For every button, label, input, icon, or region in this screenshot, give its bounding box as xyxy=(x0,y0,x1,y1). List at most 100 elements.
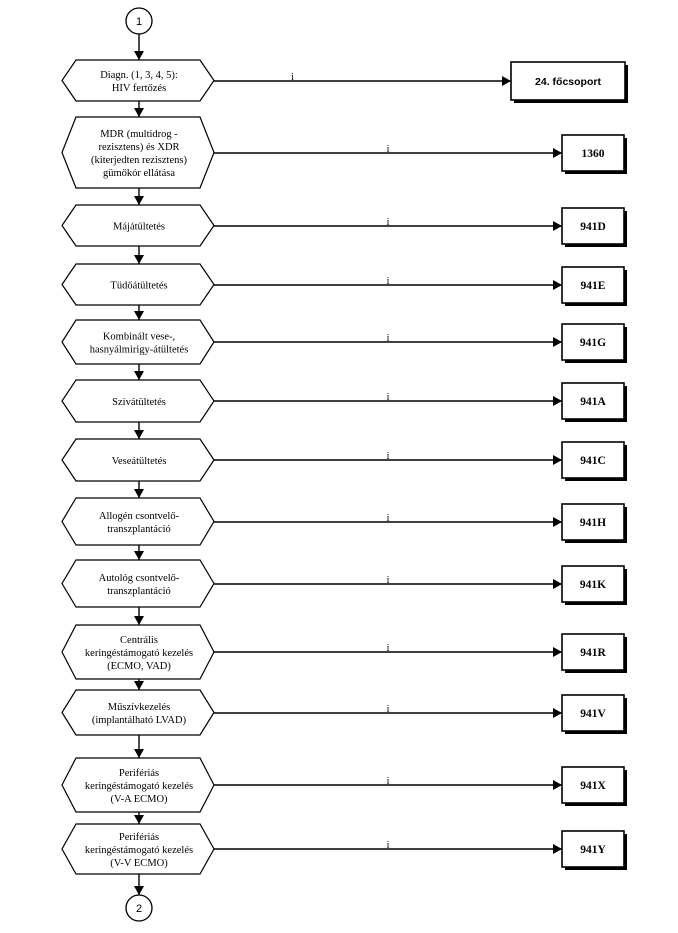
arrowhead xyxy=(134,886,144,895)
arrow-label: i xyxy=(387,643,390,654)
decision-text: MDR (multidrog - xyxy=(100,129,178,140)
arrowhead xyxy=(134,430,144,439)
arrowhead xyxy=(134,551,144,560)
target-code: 941X xyxy=(580,780,606,792)
arrow-label: i xyxy=(387,776,390,787)
decision-text: Perifériás xyxy=(119,832,159,843)
decision-text: keringéstámogató kezelés xyxy=(85,648,193,659)
decision-text: Kombinált vese-, xyxy=(103,332,175,343)
arrowhead xyxy=(553,148,562,158)
target-box-frame xyxy=(561,207,625,245)
arrowhead xyxy=(553,780,562,790)
arrow-label: i xyxy=(387,392,390,403)
connector-start: 1 xyxy=(125,7,153,35)
decision-text: Műszívkezelés xyxy=(108,702,170,713)
target-box-frame xyxy=(561,323,625,361)
decision-node: Kombinált vese-, hasnyálmirigy-átültetés xyxy=(61,319,215,365)
decision-hexagon xyxy=(61,497,215,546)
target-box-frame xyxy=(561,503,625,541)
decision-node: Műszívkezelés(implantálható LVAD) xyxy=(61,689,215,736)
connector-circle xyxy=(125,894,153,922)
decision-hexagon xyxy=(61,59,215,102)
arrow-label: i xyxy=(387,704,390,715)
target-box: 941G xyxy=(561,323,627,363)
target-box: 941A xyxy=(561,382,627,422)
arrowhead xyxy=(134,489,144,498)
arrow-label: i xyxy=(291,72,294,83)
arrowhead xyxy=(553,844,562,854)
target-code: 941D xyxy=(580,221,606,233)
target-box: 941V xyxy=(561,694,627,734)
arrow-label: i xyxy=(387,144,390,155)
decision-node: Tüdőátültetés xyxy=(61,263,215,306)
decision-hexagon xyxy=(61,319,215,365)
arrow-label: i xyxy=(387,513,390,524)
decision-hexagon xyxy=(61,559,215,608)
target-box: 941E xyxy=(561,266,627,306)
arrowhead xyxy=(502,76,511,86)
target-box-frame xyxy=(561,565,625,603)
arrowhead xyxy=(134,681,144,690)
arrow-label: i xyxy=(387,575,390,586)
decision-text: Diagn. (1, 3, 4, 5): xyxy=(100,70,178,81)
arrow-label: i xyxy=(387,840,390,851)
target-code: 941A xyxy=(580,396,606,408)
arrowhead xyxy=(134,311,144,320)
decision-node: Diagn. (1, 3, 4, 5):HIV fertőzés xyxy=(61,59,215,102)
target-code: 941R xyxy=(580,647,606,659)
target-code: 941K xyxy=(580,579,606,591)
decision-hexagon xyxy=(61,379,215,423)
decision-hexagon xyxy=(61,116,215,189)
decision-text: Allogén csontvelő- xyxy=(99,511,180,522)
decision-text: gümőkór ellátása xyxy=(103,168,175,179)
decision-node: Allogén csontvelő-transzplantáció xyxy=(61,497,215,546)
decision-text: (V-A ECMO) xyxy=(110,794,168,805)
decision-text: Autológ csontvelő- xyxy=(99,573,180,584)
target-box: 941R xyxy=(561,633,627,673)
decision-hexagon xyxy=(61,438,215,482)
decision-text: Májátültetés xyxy=(113,222,165,233)
arrowhead xyxy=(134,51,144,60)
decision-text: (kiterjedten rezisztens) xyxy=(91,155,187,166)
arrow-label: i xyxy=(387,276,390,287)
decision-text: Tüdőátültetés xyxy=(110,281,167,292)
arrowhead xyxy=(553,396,562,406)
arrowhead xyxy=(134,616,144,625)
decision-text: Centrális xyxy=(120,635,158,646)
target-box-frame xyxy=(561,633,625,671)
decision-text: hasnyálmirigy-átültetés xyxy=(90,345,189,356)
decision-node: Centrális keringéstámogató kezelés (ECMO, … xyxy=(61,624,215,680)
arrowhead xyxy=(553,337,562,347)
connector-end: 2 xyxy=(125,894,153,922)
decision-hexagon xyxy=(61,624,215,680)
target-box: 24. főcsoport xyxy=(510,61,628,103)
target-box-frame xyxy=(561,382,625,420)
decision-text: Szívátültetés xyxy=(112,397,166,408)
target-code: 1360 xyxy=(582,148,605,160)
arrow-label: i xyxy=(387,451,390,462)
decision-node: Szívátültetés xyxy=(61,379,215,423)
decision-text: transzplantáció xyxy=(107,524,171,535)
target-box: 941X xyxy=(561,766,627,806)
target-box: 941K xyxy=(561,565,627,605)
decision-text: transzplantáció xyxy=(107,586,171,597)
target-box: 1360 xyxy=(561,134,627,174)
target-box: 941Y xyxy=(561,830,627,870)
arrowhead xyxy=(553,579,562,589)
target-code: 941E xyxy=(581,280,606,292)
arrowhead xyxy=(134,749,144,758)
connector-label: 1 xyxy=(136,16,142,28)
arrowhead xyxy=(553,221,562,231)
decision-node: Májátültetés xyxy=(61,204,215,247)
arrowhead xyxy=(553,517,562,527)
decision-text: keringéstámogató kezelés xyxy=(85,845,193,856)
decision-hexagon xyxy=(61,263,215,306)
decision-text: (V-V ECMO) xyxy=(110,858,168,869)
decision-text: (ECMO, VAD) xyxy=(107,661,171,672)
decision-node: Autológ csontvelő-transzplantáció xyxy=(61,559,215,608)
target-box: 941H xyxy=(561,503,627,543)
decision-hexagon xyxy=(61,689,215,736)
decision-text: keringéstámogató kezelés xyxy=(85,781,193,792)
